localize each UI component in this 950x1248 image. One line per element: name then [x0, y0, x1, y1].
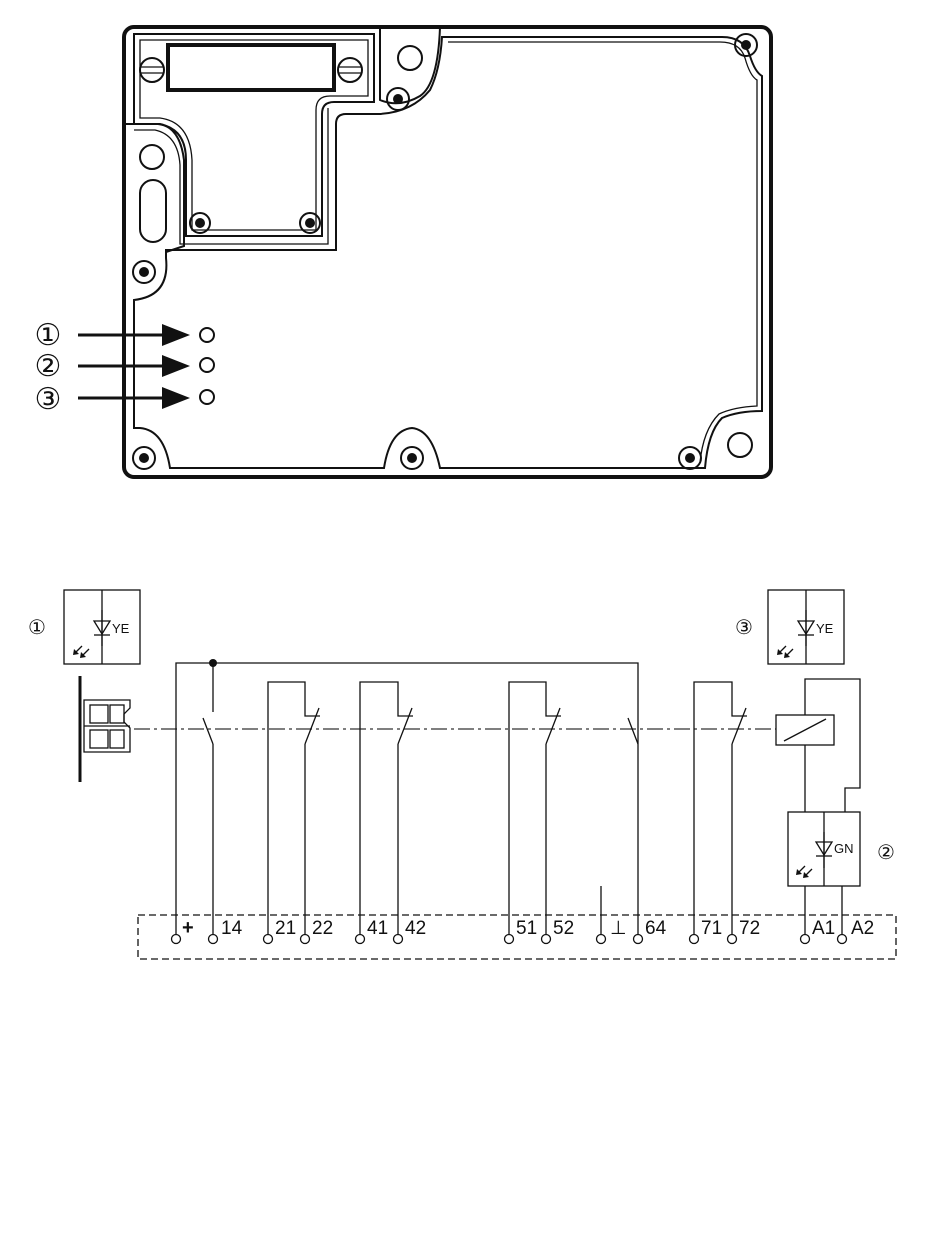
terminal-label: 72: [739, 918, 760, 939]
callout-3-label: ③: [35, 383, 62, 416]
label-window: [168, 45, 334, 90]
terminal-label: 42: [405, 918, 426, 939]
terminal-label: 64: [645, 918, 667, 939]
led-3-indicator: [200, 390, 214, 404]
led-1-indicator: [200, 328, 214, 342]
indicator-3-color: YE: [816, 621, 834, 636]
screw-icon: [133, 447, 155, 469]
terminal-label: A2: [851, 918, 874, 939]
contact-21-22: [268, 682, 320, 934]
terminal-label: 41: [367, 918, 388, 939]
indicator-2-callout: ②: [877, 842, 895, 864]
terminal-21: [264, 935, 273, 944]
wiring-schematic: ① YE ③ YE: [28, 590, 896, 959]
contact-14: [203, 663, 213, 934]
terminal-42: [394, 935, 403, 944]
contact-64: [628, 718, 638, 744]
terminal-label: ⊥: [610, 918, 627, 939]
housing-inner-outline: [134, 37, 762, 468]
indicator-2-color: GN: [834, 841, 854, 856]
screw-icon: [140, 58, 164, 82]
terminal-label: 52: [553, 918, 574, 939]
terminal-label: +: [182, 917, 194, 939]
terminal-41: [356, 935, 365, 944]
mounting-hole-icon: [398, 46, 422, 70]
housing-outline: [124, 27, 771, 477]
indicator-3-callout: ③: [735, 617, 753, 639]
indicator-2-box: GN ②: [788, 812, 895, 934]
terminal-label: 22: [312, 918, 333, 939]
actuator-icon: [80, 676, 130, 782]
terminal-64: [634, 935, 643, 944]
led-diode-icon: [796, 832, 832, 878]
terminal-label: 71: [701, 918, 722, 939]
contact-51-52: [509, 682, 561, 934]
screw-icon: [401, 447, 423, 469]
callout-2-label: ②: [35, 350, 62, 383]
indicator-1-callout: ①: [28, 617, 46, 639]
led-2-indicator: [200, 358, 214, 372]
screw-icon: [133, 261, 155, 283]
solenoid-coil-icon: [776, 679, 860, 812]
terminal-51: [505, 935, 514, 944]
terminal-ground: [597, 935, 606, 944]
contact-41-42: [360, 682, 413, 934]
led-diode-icon: [777, 610, 814, 658]
slot-hole-icon: [140, 180, 166, 242]
screw-icon: [338, 58, 362, 82]
common-bus-wire: [176, 663, 638, 934]
mounting-hole-icon: [728, 433, 752, 457]
callout-1-label: ①: [35, 319, 62, 352]
terminal-label: 51: [516, 918, 537, 939]
terminal-plus: [172, 935, 181, 944]
led-diode-icon: [73, 610, 110, 658]
mounting-hole-icon: [140, 145, 164, 169]
screw-icon: [735, 34, 757, 56]
terminal-71: [690, 935, 699, 944]
terminal-label: 21: [275, 918, 296, 939]
terminal-label: A1: [812, 918, 835, 939]
contact-71-72: [694, 682, 747, 934]
screw-icon: [387, 88, 409, 110]
terminal-72: [728, 935, 737, 944]
indicator-1-color: YE: [112, 621, 130, 636]
terminal-label: 14: [221, 918, 243, 939]
terminal-a1: [801, 935, 810, 944]
indicator-3-box: ③ YE: [735, 590, 844, 664]
terminal-14: [209, 935, 218, 944]
indicator-1-box: ① YE: [28, 590, 140, 664]
terminal-22: [301, 935, 310, 944]
housing-drawing: ① ② ③: [35, 27, 771, 477]
terminal-a2: [838, 935, 847, 944]
housing-inner-outline-2: [448, 42, 757, 463]
terminal-52: [542, 935, 551, 944]
screw-icon: [679, 447, 701, 469]
